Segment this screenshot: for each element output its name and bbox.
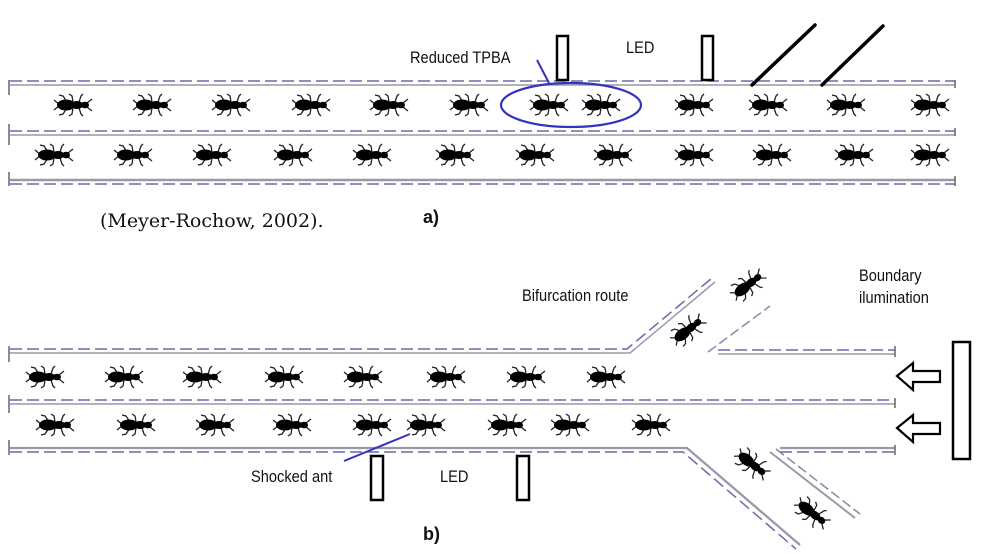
panel-a-channel — [8, 80, 956, 186]
ant-icon — [426, 365, 466, 389]
reduced-tpba-label: Reduced TPBA — [410, 48, 511, 67]
ant-icon — [529, 93, 569, 117]
panel-b-led-label: LED — [440, 467, 469, 486]
ant-icon — [729, 442, 775, 486]
ant-icon — [132, 93, 172, 117]
ant-icon — [104, 365, 144, 389]
ant-icon — [343, 365, 383, 389]
panel-b-branch-ants — [665, 263, 835, 535]
ant-icon — [725, 263, 771, 307]
panel-a-led-label: LED — [626, 38, 655, 57]
boundary-illumination-label-line-1: Boundary — [859, 266, 922, 285]
ant-icon — [665, 308, 711, 352]
ant-icon — [674, 93, 714, 117]
barrier-line-icon — [750, 23, 817, 87]
ant-icon — [631, 413, 671, 437]
shocked-ant-pointer-line — [343, 433, 411, 462]
ant-icon — [352, 413, 392, 437]
ant-icon — [449, 93, 489, 117]
led-icon — [369, 454, 385, 502]
bifurcation-route-label: Bifurcation route — [522, 286, 629, 305]
ant-icon — [515, 143, 555, 167]
ant-icon — [581, 93, 621, 117]
led-icon — [515, 454, 531, 502]
ant-icon — [586, 365, 626, 389]
panel-b-lane-2-ants — [35, 413, 671, 437]
ant-icon — [116, 413, 156, 437]
boundary-illumination-bar-icon — [951, 340, 972, 461]
led-icon — [555, 34, 570, 82]
ant-icon — [272, 413, 312, 437]
barrier-line-icon — [820, 24, 885, 87]
ant-icon — [25, 365, 65, 389]
ant-icon — [211, 93, 251, 117]
ant-icon — [291, 93, 331, 117]
ant-icon — [487, 413, 527, 437]
ant-icon — [406, 413, 446, 437]
ant-icon — [910, 93, 950, 117]
ant-icon — [352, 143, 392, 167]
ant-icon — [195, 413, 235, 437]
left-arrow-icon — [895, 360, 942, 393]
ant-icon — [34, 143, 74, 167]
ant-icon — [435, 143, 475, 167]
ant-icon — [369, 93, 409, 117]
panel-b-label: b) — [423, 524, 440, 544]
ant-icon — [192, 143, 232, 167]
ant-icon — [35, 413, 75, 437]
ant-icon — [789, 491, 835, 535]
reduced-tpba-highlight-ellipse — [499, 81, 643, 129]
ant-icon — [826, 93, 866, 117]
ant-icon — [273, 143, 313, 167]
ant-icon — [748, 93, 788, 117]
ant-icon — [53, 93, 93, 117]
ant-icon — [113, 143, 153, 167]
ant-icon — [593, 143, 633, 167]
ant-icon — [182, 365, 222, 389]
ant-icon — [674, 143, 714, 167]
left-arrow-icon — [895, 412, 942, 445]
panel-b-channel — [8, 277, 896, 550]
led-icon — [700, 34, 715, 82]
ant-icon — [834, 143, 874, 167]
boundary-illumination-label-line-2: ilumination — [859, 288, 929, 307]
ant-icon — [910, 143, 950, 167]
ant-icon — [550, 413, 590, 437]
panel-a — [8, 23, 956, 186]
shocked-ant-label: Shocked ant — [251, 467, 333, 486]
ant-icon — [264, 365, 304, 389]
panel-b — [8, 263, 972, 550]
reduced-tpba-pointer-line — [536, 59, 550, 84]
panel-a-lane-2-ants — [34, 143, 950, 167]
ant-icon — [506, 365, 546, 389]
citation-text: (Meyer-Rochow, 2002). — [100, 210, 324, 232]
ant-icon — [752, 143, 792, 167]
panel-a-label: a) — [423, 207, 440, 227]
panel-b-lane-1-ants — [25, 365, 626, 389]
